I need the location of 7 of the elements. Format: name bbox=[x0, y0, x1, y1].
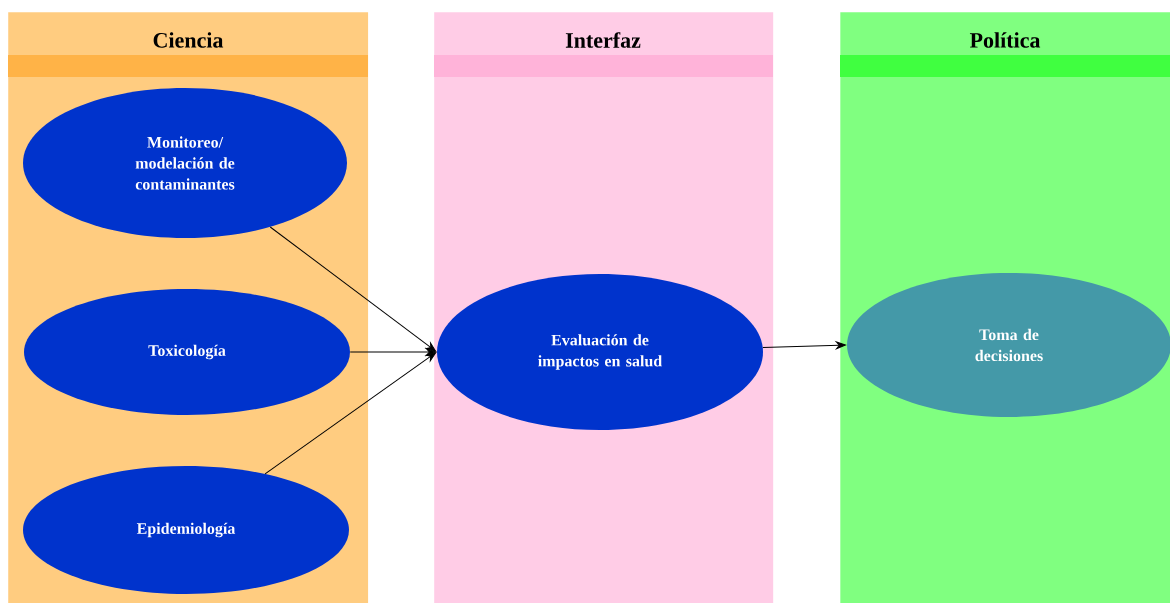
column-heading: Interfaz bbox=[565, 32, 641, 48]
arrow bbox=[264, 352, 437, 475]
column-heading: Ciencia bbox=[153, 32, 224, 48]
arrow bbox=[349, 348, 436, 356]
arrow bbox=[762, 341, 846, 350]
arrow bbox=[269, 226, 437, 352]
column-heading: Política bbox=[969, 32, 1041, 48]
